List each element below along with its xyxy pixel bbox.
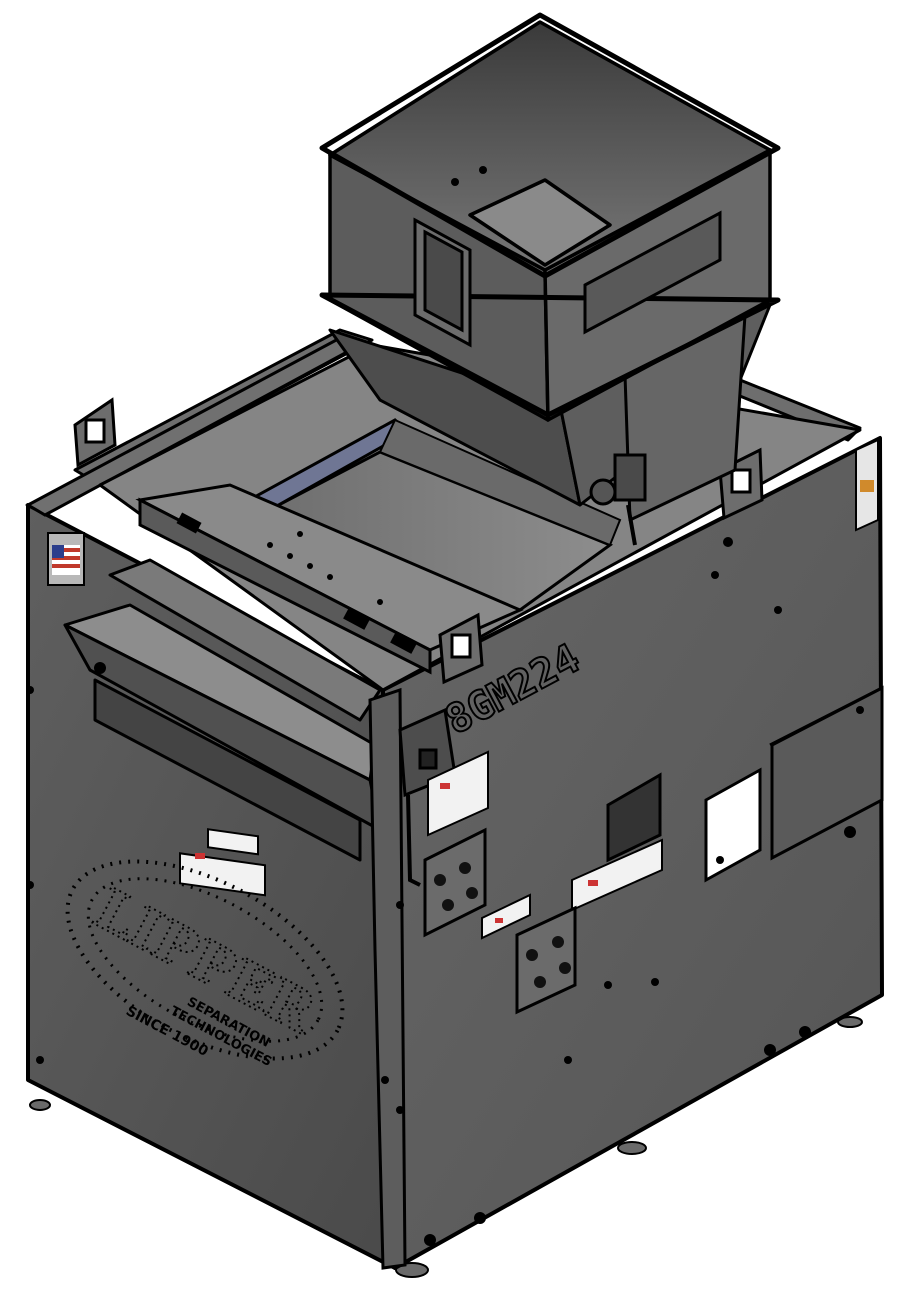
warning-decal-icon [179, 750, 663, 940]
lifting-lugs [73, 397, 764, 685]
panel-bolts [26, 166, 864, 1246]
bolt-plates [423, 772, 662, 1015]
feed-roll-drive [589, 453, 647, 546]
front-right-post [368, 687, 407, 1270]
hopper-sight-window [413, 217, 472, 348]
feet [29, 1016, 863, 1278]
hopper-funnel [328, 303, 772, 522]
serial-decal [855, 438, 879, 532]
side-access-door [704, 685, 884, 883]
discharge-chute [63, 558, 382, 862]
us-flag-icon [47, 532, 85, 586]
